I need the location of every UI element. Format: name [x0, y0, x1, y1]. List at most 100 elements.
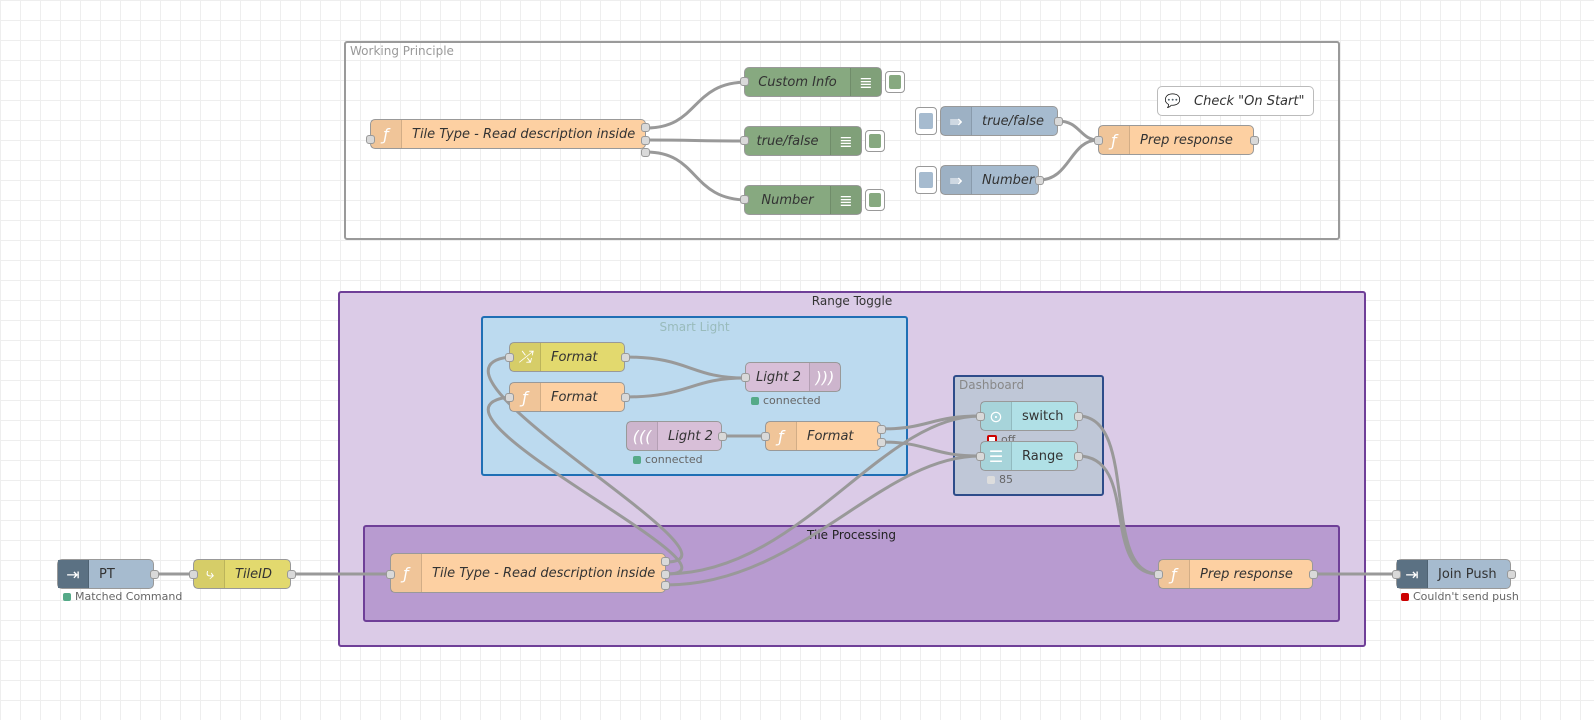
- node-label: switch: [1022, 408, 1064, 424]
- node-label: Format: [807, 428, 854, 444]
- node-label: Prep response: [1140, 132, 1233, 148]
- debug-toggle-button[interactable]: [865, 189, 885, 211]
- node-label: Tile Type - Read description inside: [412, 126, 636, 142]
- output-port[interactable]: [1054, 117, 1063, 126]
- output-port[interactable]: [1309, 570, 1318, 579]
- debug-toggle-button[interactable]: [885, 71, 905, 93]
- output-port[interactable]: [1074, 412, 1083, 421]
- input-port[interactable]: [976, 412, 985, 421]
- output-port[interactable]: [877, 438, 886, 447]
- input-port[interactable]: [740, 77, 749, 86]
- join-node-join-push[interactable]: ⇥ Join Push: [1396, 559, 1511, 589]
- status-matched: Matched Command: [63, 590, 182, 603]
- output-port[interactable]: [661, 570, 670, 579]
- output-port[interactable]: [621, 393, 630, 402]
- ui-switch-node[interactable]: ⊙ switch: [980, 401, 1078, 431]
- link-arrow-icon: ⇛: [941, 107, 972, 135]
- input-port[interactable]: [505, 353, 514, 362]
- function-node-tile-type-processing[interactable]: ƒ Tile Type - Read description inside: [390, 553, 666, 593]
- group-working-principle[interactable]: Working Principle: [344, 41, 1340, 240]
- list-icon: ≣: [830, 127, 861, 155]
- broadcast-icon: ))): [809, 363, 840, 391]
- output-port[interactable]: [150, 570, 159, 579]
- input-port[interactable]: [740, 195, 749, 204]
- link-node-number[interactable]: ⇛ Number: [940, 165, 1039, 195]
- input-port[interactable]: [189, 570, 198, 579]
- node-label: Tile Type - Read description inside: [432, 565, 656, 581]
- input-port[interactable]: [1094, 136, 1103, 145]
- list-icon: ≣: [830, 186, 861, 214]
- input-port[interactable]: [761, 432, 770, 441]
- output-port[interactable]: [661, 557, 670, 566]
- ha-node-light-2-out[interactable]: Light 2 ))): [745, 362, 841, 392]
- function-node-prep-response-main[interactable]: ƒ Prep response: [1158, 559, 1313, 589]
- inject-button[interactable]: [915, 107, 937, 135]
- node-label: Number: [761, 192, 814, 208]
- output-port[interactable]: [287, 570, 296, 579]
- function-node-format-light[interactable]: ƒ Format: [765, 421, 881, 451]
- output-port[interactable]: [877, 425, 886, 434]
- ha-node-light-2-in[interactable]: ((( Light 2: [626, 421, 722, 451]
- debug-node-custom-info[interactable]: Custom Info ≣: [744, 67, 882, 97]
- function-icon: ƒ: [1099, 126, 1130, 154]
- node-label: Light 2: [756, 369, 801, 385]
- group-tile-processing-label: Tile Processing: [807, 528, 896, 542]
- status-text: 85: [999, 473, 1013, 486]
- function-icon: ƒ: [510, 383, 541, 411]
- inject-button[interactable]: [915, 166, 937, 194]
- status-connected: connected: [633, 453, 703, 466]
- toggle-icon: ⊙: [981, 402, 1012, 430]
- switch-node-tileid[interactable]: ⤷ TileID: [193, 559, 291, 589]
- output-port[interactable]: [718, 432, 727, 441]
- change-node-format[interactable]: ⤮ Format: [509, 342, 625, 372]
- output-port[interactable]: [1250, 136, 1259, 145]
- output-port[interactable]: [641, 148, 650, 157]
- input-port[interactable]: [1392, 570, 1401, 579]
- broadcast-icon: (((: [627, 422, 658, 450]
- output-port[interactable]: [1507, 570, 1516, 579]
- input-port[interactable]: [386, 570, 395, 579]
- group-dashboard[interactable]: Dashboard: [953, 375, 1104, 496]
- node-label: Custom Info: [758, 74, 837, 90]
- node-label: Prep response: [1200, 566, 1293, 582]
- status-text: Couldn't send push: [1413, 590, 1519, 603]
- node-label: true/false: [756, 133, 819, 149]
- input-port[interactable]: [741, 373, 750, 382]
- debug-node-number[interactable]: Number ≣: [744, 185, 862, 215]
- input-port[interactable]: [366, 135, 375, 144]
- debug-node-true-false[interactable]: true/false ≣: [744, 126, 862, 156]
- ui-slider-node-range[interactable]: ☰ Range: [980, 441, 1078, 471]
- input-port[interactable]: [1154, 570, 1163, 579]
- node-label: Join Push: [1438, 566, 1497, 582]
- join-node-pt[interactable]: ⇥ PT: [57, 559, 154, 589]
- debug-toggle-button[interactable]: [865, 130, 885, 152]
- link-node-true-false[interactable]: ⇛ true/false: [940, 106, 1058, 136]
- function-node-tile-type[interactable]: ƒ Tile Type - Read description inside: [370, 119, 646, 149]
- input-port[interactable]: [740, 136, 749, 145]
- node-label: true/false: [982, 113, 1044, 129]
- output-port[interactable]: [1035, 176, 1044, 185]
- function-node-format[interactable]: ƒ Format: [509, 382, 625, 412]
- output-port[interactable]: [641, 123, 650, 132]
- output-port[interactable]: [661, 581, 670, 590]
- output-port[interactable]: [641, 136, 650, 145]
- node-label: Format: [551, 389, 598, 405]
- input-port[interactable]: [505, 393, 514, 402]
- node-label: TileID: [235, 566, 273, 582]
- sliders-icon: ☰: [981, 442, 1012, 470]
- group-range-toggle-label: Range Toggle: [811, 294, 893, 308]
- node-label: Range: [1022, 448, 1064, 464]
- function-node-prep-response[interactable]: ƒ Prep response: [1098, 125, 1254, 155]
- output-port[interactable]: [1074, 452, 1083, 461]
- input-port[interactable]: [976, 452, 985, 461]
- node-label: PT: [99, 566, 115, 582]
- group-smart-light-label: Smart Light: [659, 320, 730, 334]
- comment-node-check-on-start[interactable]: 💬 Check "On Start": [1157, 86, 1314, 116]
- status-text: connected: [763, 394, 821, 407]
- node-label: Format: [551, 349, 598, 365]
- list-icon: ≣: [850, 68, 881, 96]
- function-icon: ƒ: [766, 422, 797, 450]
- link-arrow-icon: ⇛: [941, 166, 972, 194]
- output-port[interactable]: [621, 353, 630, 362]
